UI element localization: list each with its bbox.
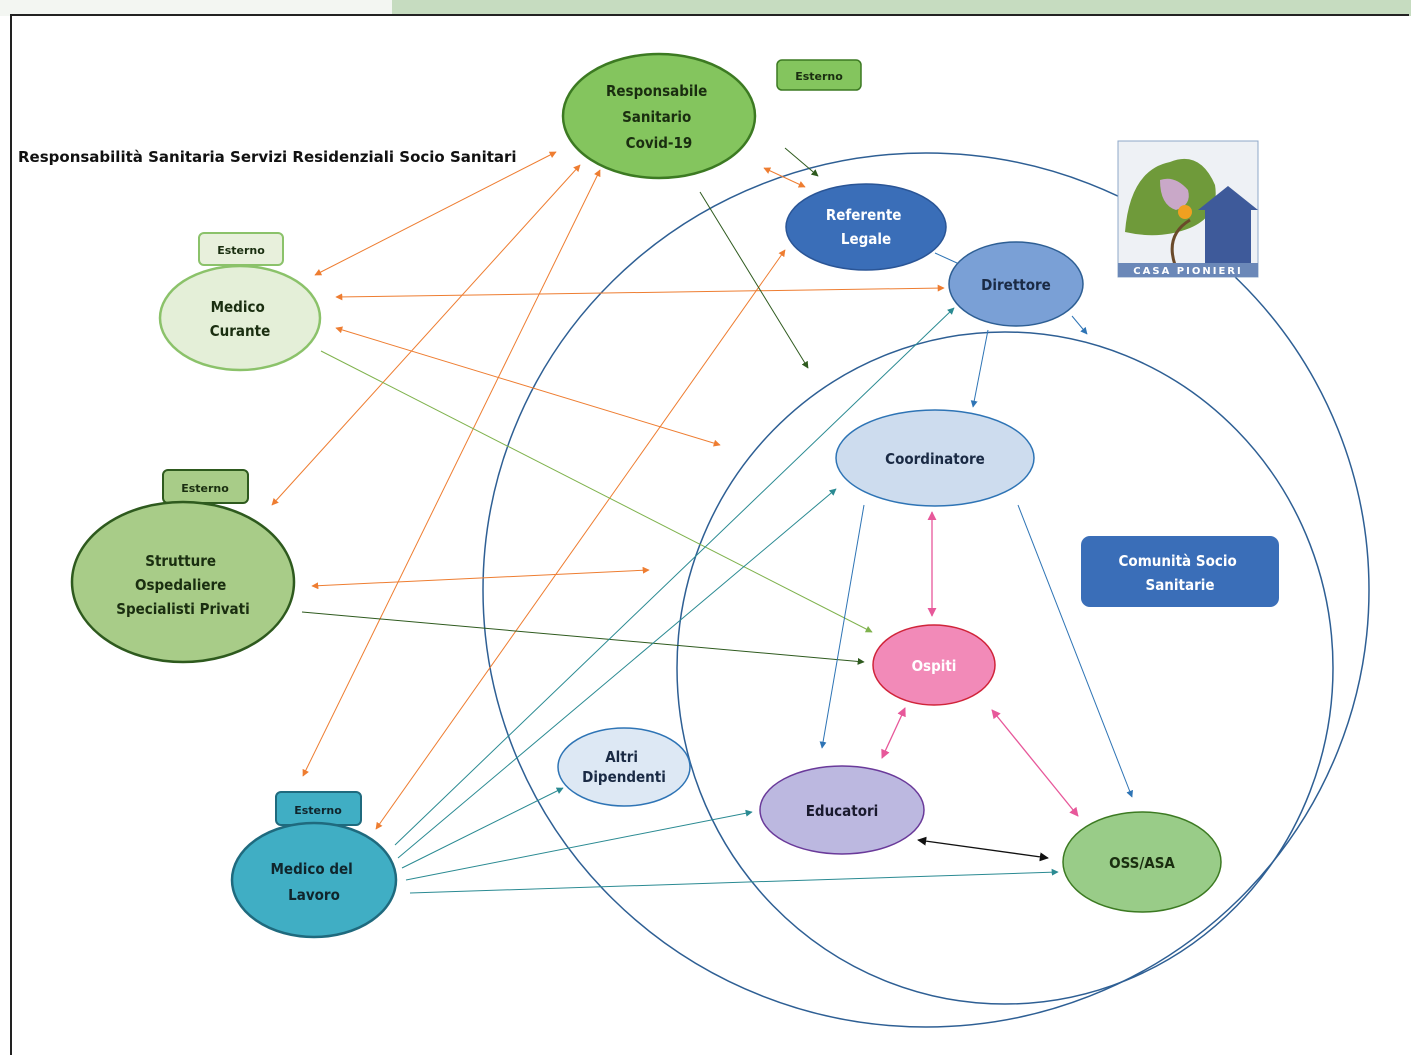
pink-connectors [881,511,1079,817]
node-coordinatore[interactable]: Coordinatore [835,409,1035,507]
badge-esterno-medico-lavoro: Esterno [275,791,362,826]
node-altri-dipendenti[interactable]: Altri Dipendenti [557,727,691,807]
top-bar-right [392,0,1411,16]
arrow-resp-referente-dg [784,147,819,177]
medico-curante-line-1: Medico [211,298,265,316]
node-oss-asa[interactable]: OSS/ASA [1062,811,1222,913]
responsabile-line-1: Responsabile [606,82,707,100]
medico-lavoro-line-1: Medico del [271,860,353,878]
node-strutture-ospedaliere[interactable]: Strutture Ospedaliere Specialisti Privat… [70,500,296,664]
direttore-label: Direttore [981,276,1051,294]
arrow-ospiti-educatori [881,707,906,759]
comunita-line-1: Comunità Socio [1119,552,1237,570]
svg-text:Esterno: Esterno [294,804,342,817]
node-comunita-socio-sanitarie[interactable]: Comunità Socio Sanitarie [1081,536,1279,607]
arrow-resp-medico-lavoro [302,169,601,777]
arrow-strutture-ospiti [301,611,865,665]
arrow-direttore-community [1071,315,1088,335]
top-bar-left [0,0,392,16]
arrow-ml-altri [401,787,564,869]
svg-text:Medico Curante: Medico Curante [210,298,271,340]
arrow-resp-referente [763,167,806,188]
arrow-ml-direttore [394,307,955,846]
medico-curante-line-2: Curante [210,322,271,340]
svg-text:Esterno: Esterno [217,244,265,257]
svg-text:Altri Dipendenti: Altri Dipendenti [582,748,666,786]
arrow-resp-medico-curante [314,151,557,276]
arrow-resp-strutture [271,164,581,506]
node-ospiti[interactable]: Ospiti [872,624,996,706]
ospiti-label: Ospiti [912,657,957,675]
arrow-ml-coordinatore [397,488,837,859]
svg-text:Esterno: Esterno [795,70,843,83]
altri-line-2: Dipendenti [582,768,666,786]
svg-text:Referente Legale: Referente Legale [826,206,906,248]
top-bar [0,0,1411,16]
arrow-coordinatore-educatori [819,504,865,749]
svg-text:Responsabile Sanitario: Responsabile Sanitario Covid-19 [606,82,712,152]
node-responsabile-sanitario[interactable]: Responsabile Sanitario Covid-19 [561,52,757,180]
arrow-educatori-oss [917,836,1049,862]
diagram-title: Responsabilità Sanitaria Servizi Residen… [18,148,517,166]
teal-connectors [394,307,1059,894]
coordinatore-label: Coordinatore [885,450,985,468]
altri-line-1: Altri [605,748,638,766]
arrow-ml-oss [409,868,1059,894]
referente-line-2: Legale [841,230,891,248]
arrow-medico-curante-direttore [335,284,945,301]
strutture-line-1: Strutture [145,552,216,570]
orange-connectors [271,151,945,830]
node-medico-curante[interactable]: Medico Curante [158,264,322,372]
arrow-ospiti-oss [991,709,1079,817]
arrow-medico-curante-ospiti [320,350,873,633]
logo-text: CASA PIONIERI [1133,266,1242,277]
svg-text:Medico del Lavoro: Medico del Lavoro [271,860,358,904]
oss-label: OSS/ASA [1109,854,1175,872]
arrow-direttore-coordinatore [970,329,989,408]
node-direttore[interactable]: Direttore [948,241,1084,327]
blue-connectors [819,252,1133,798]
arrow-coordinatore-oss [1017,504,1133,798]
strutture-line-3: Specialisti Privati [116,600,249,618]
arrow-strutture-community [311,566,650,590]
arrow-ml-educatori [405,809,753,881]
badge-esterno-medico-curante: Esterno [198,232,284,266]
node-educatori[interactable]: Educatori [759,765,925,855]
arrow-resp-community [699,191,809,369]
educatori-label: Educatori [806,802,879,820]
referente-line-1: Referente [826,206,902,224]
casa-pionieri-logo: CASA PIONIERI [1117,140,1259,278]
node-referente-legale[interactable]: Referente Legale [785,183,947,271]
medico-lavoro-line-2: Lavoro [288,886,340,904]
badge-esterno-responsabile: Esterno [776,59,862,91]
badge-esterno-strutture: Esterno [162,469,249,504]
svg-text:Comunità Socio Sanitarie: Comunità Socio Sanitarie [1119,552,1242,594]
arrow-medico-curante-community [335,326,721,447]
responsabile-line-3: Covid-19 [626,134,693,152]
responsabile-line-2: Sanitario [622,108,691,126]
dark-green-connectors [301,147,865,665]
comunita-line-2: Sanitarie [1145,576,1214,594]
svg-text:Strutture Ospedaliere: Strutture Ospedaliere Specialisti Privat… [116,552,249,618]
strutture-line-2: Ospedaliere [135,576,226,594]
light-green-connectors [320,350,873,633]
node-medico-del-lavoro[interactable]: Medico del Lavoro [230,821,398,939]
svg-text:Esterno: Esterno [181,482,229,495]
